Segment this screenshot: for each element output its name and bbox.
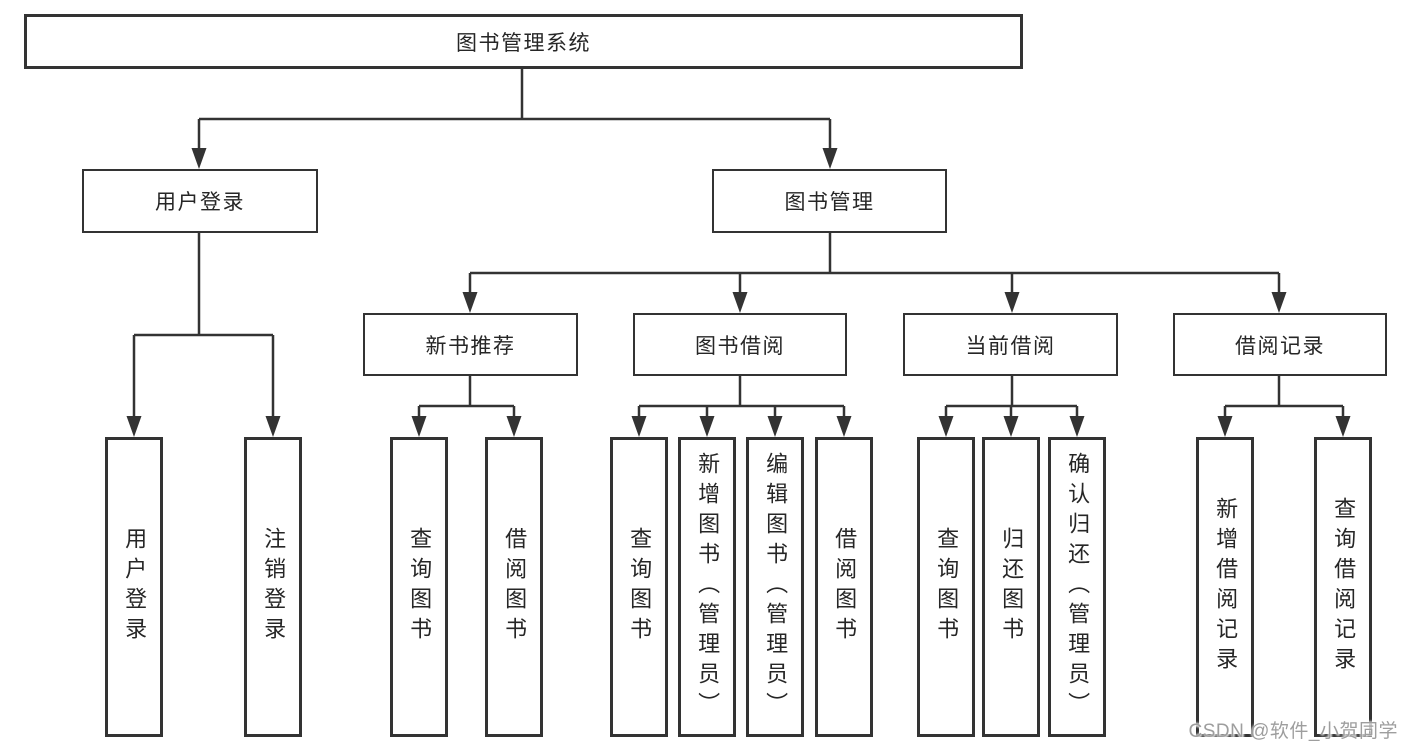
leaf-label: 用户登录 — [122, 527, 148, 647]
leaf-borrow-books-recommend: 借阅图书 — [485, 437, 543, 737]
leaf-label: 查询借阅记录 — [1331, 497, 1357, 677]
leaf-label: 查询图书 — [934, 527, 960, 647]
leaf-user-login: 用户登录 — [105, 437, 163, 737]
node-label: 图书管理系统 — [456, 31, 591, 55]
leaf-label: 确认归还（管理员） — [1065, 452, 1091, 722]
node-label: 当前借阅 — [965, 334, 1056, 358]
node-library-management-system: 图书管理系统 — [24, 14, 1023, 69]
leaf-query-borrow-record: 查询借阅记录 — [1314, 437, 1372, 737]
leaf-return-books: 归还图书 — [982, 437, 1040, 737]
node-user-login: 用户登录 — [82, 169, 318, 233]
leaf-label: 编辑图书（管理员） — [763, 452, 789, 722]
leaf-label: 借阅图书 — [832, 527, 858, 647]
leaf-add-borrow-record: 新增借阅记录 — [1196, 437, 1254, 737]
leaf-label: 借阅图书 — [502, 527, 528, 647]
leaf-confirm-return-admin: 确认归还（管理员） — [1048, 437, 1106, 737]
leaf-edit-books-admin: 编辑图书（管理员） — [746, 437, 804, 737]
node-label: 用户登录 — [155, 191, 245, 214]
arrowheads — [126, 148, 1351, 437]
node-new-book-recommendation: 新书推荐 — [363, 313, 578, 376]
node-label: 借阅记录 — [1235, 334, 1325, 358]
leaf-borrow-books-borrowing: 借阅图书 — [815, 437, 873, 737]
leaf-label: 查询图书 — [407, 527, 433, 647]
node-label: 图书管理 — [784, 191, 875, 214]
leaf-query-books-borrowing: 查询图书 — [610, 437, 668, 737]
leaf-query-books-recommend: 查询图书 — [390, 437, 448, 737]
leaf-add-books-admin: 新增图书（管理员） — [678, 437, 736, 737]
leaf-logout: 注销登录 — [244, 437, 302, 737]
node-book-management: 图书管理 — [712, 169, 947, 233]
leaf-label: 注销登录 — [261, 527, 287, 647]
node-current-borrowing: 当前借阅 — [903, 313, 1118, 376]
leaf-label: 查询图书 — [627, 527, 653, 647]
node-label: 图书借阅 — [695, 334, 785, 358]
tree-branch-lines — [132, 69, 1345, 420]
leaf-label: 归还图书 — [999, 527, 1025, 647]
leaf-label: 新增借阅记录 — [1213, 497, 1239, 677]
leaf-query-books-current: 查询图书 — [917, 437, 975, 737]
node-book-borrowing: 图书借阅 — [633, 313, 847, 376]
node-label: 新书推荐 — [425, 334, 516, 358]
node-borrowing-records: 借阅记录 — [1173, 313, 1387, 376]
csdn-watermark: CSDN @软件_小贺同学 — [1188, 721, 1398, 742]
leaf-label: 新增图书（管理员） — [695, 452, 721, 722]
